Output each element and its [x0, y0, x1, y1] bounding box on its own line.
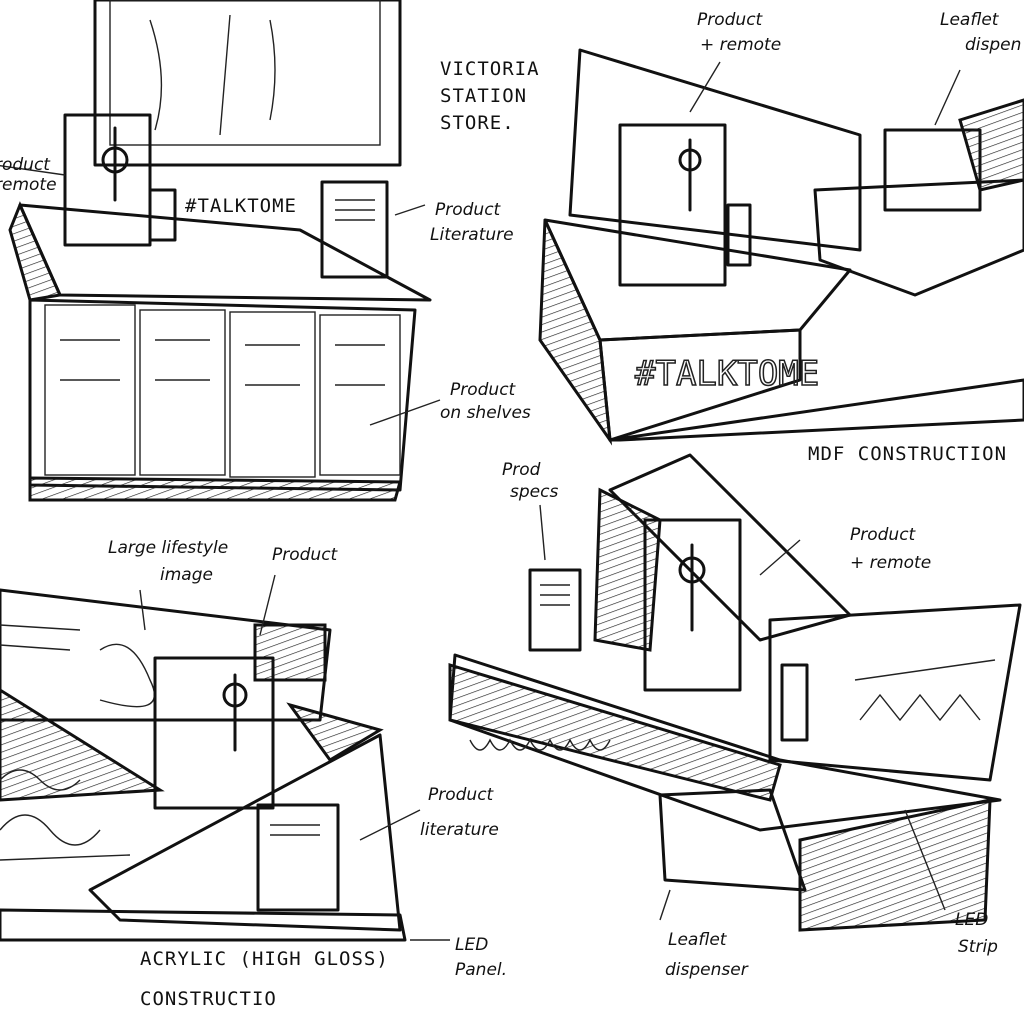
- label-led-strip-2: Strip: [958, 937, 998, 957]
- sketch-mdf-unit: #TALKTOME Product + remote Leaflet dispe…: [538, 10, 1024, 465]
- product-box: [63, 113, 152, 247]
- label-lifestyle-image: Large lifestyle: [108, 538, 228, 558]
- label-led-strip: LED: [955, 910, 988, 930]
- acrylic-base: [88, 733, 402, 932]
- label-product-literature: Product: [428, 785, 495, 805]
- remote: [148, 188, 177, 242]
- led-panel: [0, 908, 407, 942]
- label-product: Product: [272, 545, 339, 565]
- label-product-on-shelves-2: on shelves: [440, 403, 531, 423]
- sketch-acrylic-unit: Large lifestyle image Product Product li…: [0, 538, 507, 1010]
- label-leaflet-dispenser-2: dispenser: [665, 960, 749, 980]
- label-prod-specs-2: specs: [510, 482, 558, 502]
- label-leaflet-dispenser: Leaflet: [668, 930, 728, 950]
- back-panel: [568, 48, 862, 252]
- lifestyle-panel: [768, 603, 1022, 782]
- counter-top: [18, 203, 432, 302]
- label-prod-specs: Prod: [502, 460, 541, 480]
- title-line-3: STORE.: [440, 112, 515, 134]
- specs-holder: [528, 568, 582, 652]
- label-product-remote: roduct: [0, 155, 51, 175]
- leaflet-stack: [658, 788, 807, 892]
- label-product-remote-2: + remote: [850, 553, 931, 573]
- label-acrylic-construction-2: CONSTRUCTIO: [140, 988, 277, 1010]
- label-product-literature-2: literature: [420, 820, 499, 840]
- title-line-1: VICTORIA: [440, 58, 540, 80]
- literature-holder: [256, 803, 340, 912]
- label-leaflet-dispenser: Leaflet: [940, 10, 1000, 30]
- leaflet-tray: [813, 178, 1024, 297]
- plinth-hashtag: #TALKTOME: [635, 354, 819, 394]
- product-box: [153, 656, 275, 810]
- label-acrylic-construction: ACRYLIC (HIGH GLOSS): [140, 948, 389, 970]
- label-product-on-shelves: Product: [450, 380, 517, 400]
- plinth-front: [598, 328, 802, 442]
- label-product-remote-2: remote: [0, 175, 57, 195]
- label-led-panel-2: Panel.: [455, 960, 507, 980]
- product-box: [618, 123, 727, 287]
- label-mdf-construction: MDF CONSTRUCTION: [808, 443, 1007, 465]
- shelf-front: [28, 298, 417, 492]
- sketch-platform-unit: Prod specs Product + remote Leaflet disp…: [448, 453, 1022, 980]
- label-lifestyle-image-2: image: [160, 565, 213, 585]
- product-box: [643, 518, 742, 692]
- literature-holder: [320, 180, 389, 279]
- label-product-remote: Product: [850, 525, 917, 545]
- platform-top: [448, 653, 1002, 832]
- label-product-remote-2: + remote: [700, 35, 781, 55]
- sketch-victoria-unit: roduct remote #TALKTOME Product Literatu…: [0, 0, 531, 502]
- label-product-literature: Product: [435, 200, 502, 220]
- label-leaflet-dispenser-2: dispen: [965, 35, 1021, 55]
- label-hashtag: #TALKTOME: [185, 195, 297, 217]
- led-strip-box: [798, 798, 992, 932]
- title-line-2: STATION: [440, 85, 527, 107]
- label-product-literature-2: Literature: [430, 225, 514, 245]
- screen-frame: [93, 0, 402, 167]
- remote: [780, 663, 809, 742]
- remote: [726, 203, 752, 267]
- label-led-panel: LED: [455, 935, 488, 955]
- label-product-remote: Product: [697, 10, 764, 30]
